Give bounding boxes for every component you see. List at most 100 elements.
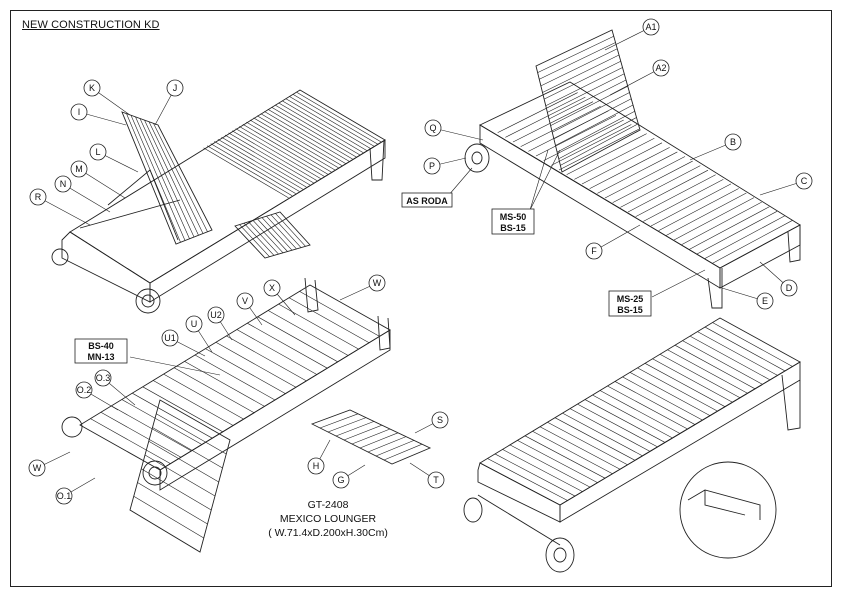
slat bbox=[257, 218, 288, 252]
slat bbox=[266, 215, 297, 250]
slat bbox=[224, 134, 311, 186]
backrest-lowered bbox=[129, 399, 231, 553]
end-post-back bbox=[304, 277, 319, 313]
callout-label-v: V bbox=[242, 296, 248, 306]
slat bbox=[278, 303, 359, 350]
slat bbox=[215, 342, 297, 388]
slat bbox=[650, 183, 732, 227]
slat bbox=[627, 169, 709, 213]
slat bbox=[577, 403, 658, 448]
view-lounger-flat bbox=[463, 317, 801, 573]
callout-label-k: K bbox=[89, 83, 95, 93]
callout-bubble bbox=[236, 292, 254, 310]
slat bbox=[535, 115, 617, 157]
callout-label-o3: O.3 bbox=[96, 373, 111, 383]
callout-label-o1: O.1 bbox=[57, 491, 72, 501]
slat bbox=[629, 372, 711, 416]
callout-bubble bbox=[54, 175, 72, 193]
side-rail-end bbox=[61, 231, 151, 303]
slat bbox=[247, 322, 328, 369]
model-code: GT-2408 bbox=[307, 499, 349, 511]
slat bbox=[553, 98, 632, 140]
slat bbox=[359, 432, 399, 449]
front-leg bbox=[369, 139, 385, 181]
callout-bubble bbox=[89, 143, 107, 161]
callout-label-i: I bbox=[78, 107, 81, 117]
slat bbox=[658, 188, 739, 231]
slat bbox=[682, 340, 763, 385]
slat bbox=[144, 454, 216, 497]
slat bbox=[246, 121, 332, 173]
slat bbox=[278, 102, 364, 154]
slat bbox=[285, 98, 371, 149]
view-lounger-raised-right bbox=[464, 29, 801, 309]
slat bbox=[517, 440, 598, 483]
tray-detached bbox=[310, 409, 432, 465]
slat bbox=[635, 174, 716, 217]
view-lounger-raised-left bbox=[51, 89, 386, 314]
side-rail-long bbox=[479, 124, 721, 289]
slat bbox=[556, 110, 635, 153]
rail-end bbox=[477, 462, 561, 523]
slat bbox=[252, 220, 284, 254]
slat bbox=[704, 326, 786, 372]
ms25-box bbox=[608, 290, 652, 317]
slat bbox=[226, 335, 307, 382]
leg-right bbox=[781, 374, 801, 431]
slat bbox=[696, 211, 778, 255]
callout-label-e: E bbox=[762, 296, 768, 306]
slat bbox=[327, 417, 367, 433]
slat bbox=[268, 310, 349, 356]
callout-label-r: R bbox=[35, 192, 42, 202]
slat bbox=[243, 222, 275, 256]
slat bbox=[271, 106, 357, 158]
callout-label-h: H bbox=[313, 461, 320, 471]
backrest-slats bbox=[133, 413, 227, 539]
slat bbox=[137, 482, 208, 525]
slat bbox=[614, 381, 696, 425]
slat bbox=[643, 179, 724, 222]
callout-label-b: B bbox=[730, 137, 736, 147]
slat bbox=[520, 105, 601, 147]
callout-bubble bbox=[652, 59, 670, 77]
wheel-front bbox=[142, 460, 168, 486]
slat bbox=[221, 136, 307, 188]
ms50-label: MS-50 bbox=[500, 212, 527, 222]
callout-label-c: C bbox=[801, 176, 808, 186]
slat bbox=[100, 412, 182, 458]
slat bbox=[239, 126, 325, 177]
slat bbox=[249, 119, 336, 171]
slat bbox=[612, 160, 693, 203]
slat bbox=[558, 128, 640, 171]
support-bar bbox=[79, 199, 181, 229]
slat bbox=[163, 373, 244, 420]
slat bbox=[539, 426, 621, 470]
callout-label-n: N bbox=[60, 179, 67, 189]
callout-label-a1: A1 bbox=[645, 22, 656, 32]
callout-bubble bbox=[332, 471, 350, 489]
callout-label-m: M bbox=[75, 164, 83, 174]
slat bbox=[581, 142, 663, 185]
callout-label-p: P bbox=[429, 161, 435, 171]
slat bbox=[622, 376, 703, 421]
slat bbox=[574, 137, 655, 180]
slat bbox=[584, 399, 666, 443]
slat bbox=[270, 214, 302, 248]
callout-bubble bbox=[724, 133, 742, 151]
slat bbox=[152, 427, 223, 469]
tray-slats bbox=[239, 213, 306, 257]
slat bbox=[689, 335, 771, 381]
callout-label-u2: U2 bbox=[210, 310, 222, 320]
slat bbox=[299, 291, 380, 337]
slat bbox=[139, 118, 195, 238]
slat bbox=[550, 85, 628, 126]
leader-lines bbox=[36, 26, 805, 497]
slat bbox=[257, 316, 338, 363]
callout-bubble bbox=[55, 487, 73, 505]
callout-bubble bbox=[94, 369, 112, 387]
slat bbox=[148, 121, 204, 234]
slat bbox=[292, 94, 379, 145]
detail-circle bbox=[679, 461, 777, 559]
slat bbox=[487, 458, 568, 501]
